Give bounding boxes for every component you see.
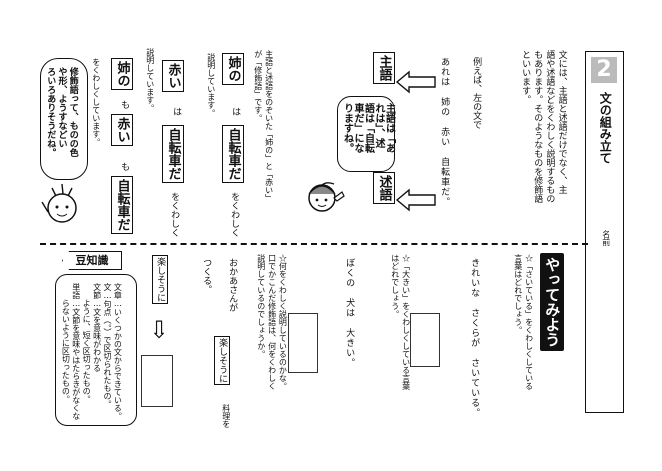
down-arrow-icon: ⇩	[149, 316, 170, 344]
example-boxed-word: 楽しそうに	[152, 255, 169, 304]
predicate-box: 述語	[373, 172, 395, 204]
question-2: ☆「大きい」をくわしくしている言葉はどれでしょう。	[390, 254, 411, 390]
intro-text: 文には、主語と述語だけでなく、主語や述語などをくわしく説明するものもあります。そ…	[520, 50, 567, 203]
question-3-sentence-a: おかあさんが	[227, 258, 238, 312]
predicate-box-jitensha: 自転車だ	[162, 125, 184, 183]
question-1: ☆「さいている」をくわしくしている言葉はどれでしょう。	[513, 254, 534, 390]
block1-desc: 説明しています。	[206, 53, 216, 117]
block2-tail: をくわしく	[169, 192, 180, 237]
modifier-box-ane: 姉の	[222, 53, 244, 85]
block2-desc: 説明しています。	[145, 48, 155, 112]
child-character-icon	[41, 183, 77, 223]
block1-tail: をくわしく	[229, 192, 240, 237]
question-2-sentence: ぼくの 犬は 大きい。	[344, 258, 355, 368]
block3-desc: をくわしくしています。	[91, 58, 101, 146]
modifier-box-akai: 赤い	[111, 114, 133, 146]
teacher-character-icon	[308, 182, 345, 212]
page-title: 文の組み立て	[598, 92, 613, 164]
yattemiyou-banner: やってみよう	[540, 253, 565, 351]
predicate-box-jitensha: 自転車だ	[111, 176, 133, 234]
predicate-box-jitensha: 自転車だ	[222, 125, 244, 183]
question-3-boxed-word: 楽しそうに	[214, 336, 231, 385]
particle: も	[119, 100, 130, 109]
left-arrow-icon	[395, 70, 436, 94]
example-intro: 例えば、左の文で	[471, 57, 482, 129]
mame-chishiki-box: 文章…いくつかの文からできている。文…句点（。）で区切られたもの。文節…文を意味…	[55, 274, 137, 426]
question-3-sentence-b: 料理を	[221, 404, 231, 428]
subject-box: 主語	[373, 52, 395, 84]
particle: は	[171, 107, 182, 116]
modifier-box-ane: 姉の	[111, 58, 133, 90]
explain-text: 主語と述語をのぞいた「姉の」と「赤い」が「修飾語」です。	[253, 50, 274, 202]
modifier-box-akai: 赤い	[162, 60, 184, 92]
answer-box-3[interactable]	[288, 313, 318, 373]
lesson-number: 2	[591, 57, 617, 83]
mame-chishiki-label: 豆知識	[62, 251, 122, 270]
question-1-sentence: きれいな さくらが さいている。	[469, 258, 480, 418]
question-3: ☆何をくわしく説明しているのかな。口でかこんだ修飾語は、何をくわしく説明している…	[256, 254, 288, 390]
name-label: 名前	[601, 230, 611, 246]
particle: は	[230, 107, 241, 116]
answer-box-2[interactable]	[410, 313, 440, 367]
answer-box-bottom[interactable]	[141, 355, 173, 407]
teacher-speech-bubble: 主語は「あれは」、述語は「自転車だ」になりますね。	[337, 96, 395, 172]
question-3-sentence-c: つくる。	[201, 258, 212, 294]
example-sentence: あれは 姉の 赤い 自転車だ。	[439, 57, 450, 207]
particle: も	[119, 162, 130, 171]
section-divider	[40, 243, 588, 245]
child-speech-bubble: 修飾語って、ものの色や形、ようすなどいろいろありそうだね。	[40, 58, 88, 180]
title-frame: 2 文の組み立て 名前	[585, 51, 624, 413]
left-arrow-icon	[395, 188, 436, 212]
